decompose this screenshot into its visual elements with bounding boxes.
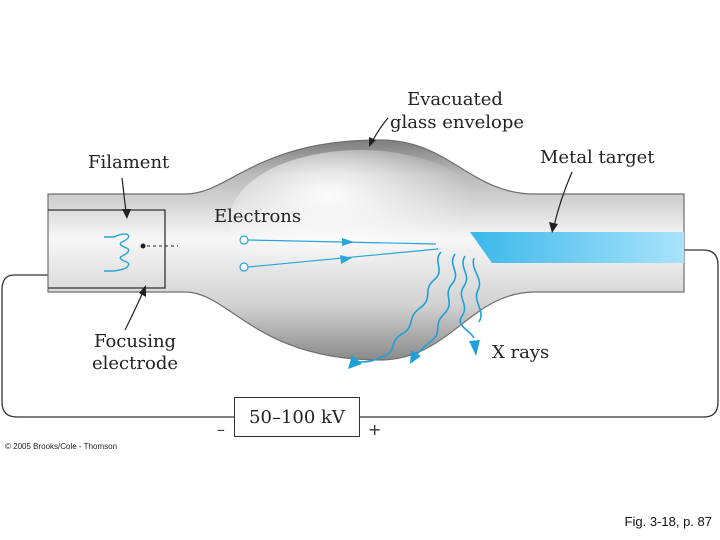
- x-ray-arrowhead-1: [348, 355, 362, 369]
- x-ray-wave-1: [357, 251, 442, 363]
- x-ray-wave-4: [472, 257, 482, 323]
- filament-label: Filament: [88, 152, 170, 173]
- x-ray-wave-3: [459, 255, 475, 339]
- plus-sign: +: [368, 420, 382, 439]
- bulb-highlight: [230, 150, 490, 290]
- x-ray-arrowheads: [348, 340, 480, 369]
- filament-coil: [104, 233, 130, 272]
- beam-arrow-lower: [340, 255, 352, 264]
- voltage-label: 50–100 kV: [249, 406, 345, 428]
- electron-source-upper: [239, 235, 249, 245]
- x-rays-label: X rays: [492, 342, 550, 363]
- metal-target-label: Metal target: [540, 147, 655, 168]
- focusing-label-line1: Focusing: [93, 331, 177, 352]
- evacuated-label-line2: glass envelope: [390, 112, 525, 133]
- leader-evacuated-head: [369, 137, 376, 147]
- beam-arrow-upper: [342, 238, 354, 246]
- x-ray-waves: [357, 251, 482, 363]
- leader-lines: [121, 117, 573, 331]
- leader-metal-target: [553, 171, 573, 227]
- figure-caption: Fig. 3-18, p. 87: [624, 514, 712, 529]
- leader-filament-head: [122, 209, 131, 219]
- electron-beams: [239, 235, 439, 272]
- electrons-label: Electrons: [214, 206, 302, 227]
- x-ray-wave-2: [414, 253, 457, 357]
- circuit-wire: [1, 249, 719, 418]
- metal-target: [470, 232, 684, 263]
- leader-focusing: [124, 291, 144, 331]
- x-ray-arrowhead-3: [469, 340, 480, 356]
- copyright-notice: © 2005 Brooks/Cole - Thomson: [5, 442, 118, 451]
- leader-metal-target-head: [549, 222, 558, 233]
- evacuated-label-line1: Evacuated: [407, 89, 503, 110]
- leader-focusing-head: [139, 285, 146, 297]
- leader-evacuated: [371, 117, 389, 143]
- x-ray-arrowhead-2: [410, 350, 421, 364]
- focusing-electrode: [48, 209, 166, 289]
- voltage-source: 50–100 kV: [234, 397, 360, 437]
- electron-source-lower: [239, 262, 249, 272]
- minus-sign: –: [217, 420, 225, 439]
- filament-dot: [140, 243, 146, 249]
- focusing-label-line2: electrode: [92, 353, 178, 374]
